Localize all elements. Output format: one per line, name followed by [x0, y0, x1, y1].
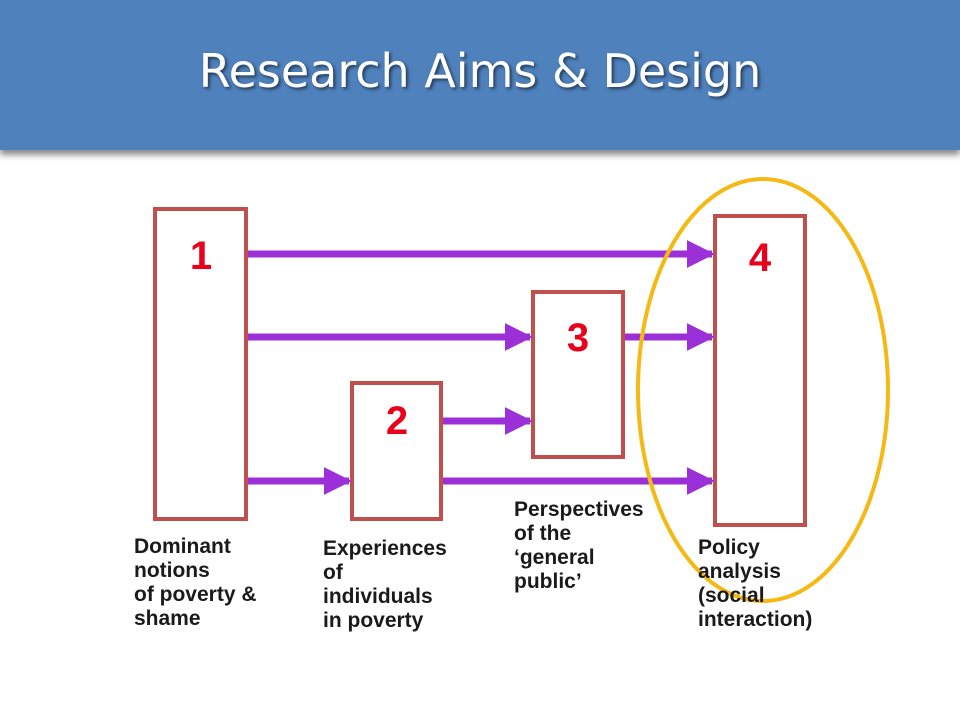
- box-1: [153, 207, 248, 521]
- highlight-ellipse: [636, 177, 890, 603]
- box-2-number: 2: [386, 399, 408, 443]
- box-3-number: 3: [567, 316, 589, 360]
- box-3: [531, 290, 625, 459]
- box-1-label: Dominant notions of poverty & shame: [134, 535, 257, 630]
- slide-title: Research Aims & Design: [198, 44, 762, 98]
- box-4-label: Policy analysis (social interaction): [698, 536, 813, 631]
- box-2-label: Experiences of individuals in poverty: [323, 537, 447, 632]
- box-4: [713, 214, 807, 527]
- box-4-number: 4: [749, 236, 772, 280]
- box-3-label: Perspectives of the ‘general public’: [514, 498, 644, 593]
- box-1-number: 1: [190, 234, 212, 278]
- box-2: [350, 381, 443, 521]
- title-bar: Research Aims & Design: [0, 0, 960, 150]
